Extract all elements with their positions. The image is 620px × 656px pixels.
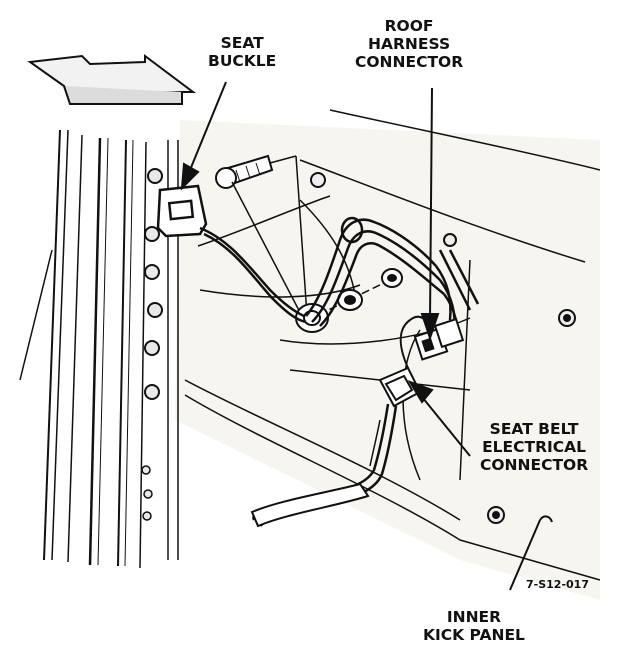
leader-lines [180,81,553,591]
panel-contours [184,109,601,581]
inner-kick-panel-label: INNER KICK PANEL [423,608,525,644]
direction-arrow [27,54,196,105]
buckle-harness [199,226,307,324]
kick-panel-background [175,120,600,600]
seat-buckle [156,184,208,238]
wiring-harness [305,216,480,339]
roof-harness-label-line-2: HARNESS [368,35,451,53]
inner-kick-panel-label-line-2: KICK PANEL [423,626,525,644]
panel-holes [310,172,576,524]
seat-belt-label-line-3: CONNECTOR [480,456,589,474]
seat-buckle-label: SEAT BUCKLE [208,34,276,70]
seat-belt-label-line-1: SEAT BELT [489,420,579,438]
seat-belt-label-line-2: ELECTRICAL [482,438,587,456]
seat-belt-electrical-connector-label: SEAT BELT ELECTRICAL CONNECTOR [480,420,588,474]
b-pillar [19,129,179,569]
seat-buckle-label-line-2: BUCKLE [208,52,277,70]
inner-kick-panel-label-line-1: INNER [446,608,502,626]
seat-belt-connector-part [378,366,422,408]
seat-buckle-label-line-1: SEAT [220,34,264,52]
roof-harness-connector-label: ROOF HARNESS CONNECTOR [355,17,463,71]
pillar-rivets [141,168,163,521]
mounting-bolt [215,154,274,189]
figure-code: 7-S12-017 [526,578,589,591]
roof-harness-label-line-1: ROOF [384,17,434,35]
roof-harness-label-line-3: CONNECTOR [355,53,464,71]
floor-harness-sheath [250,482,370,528]
